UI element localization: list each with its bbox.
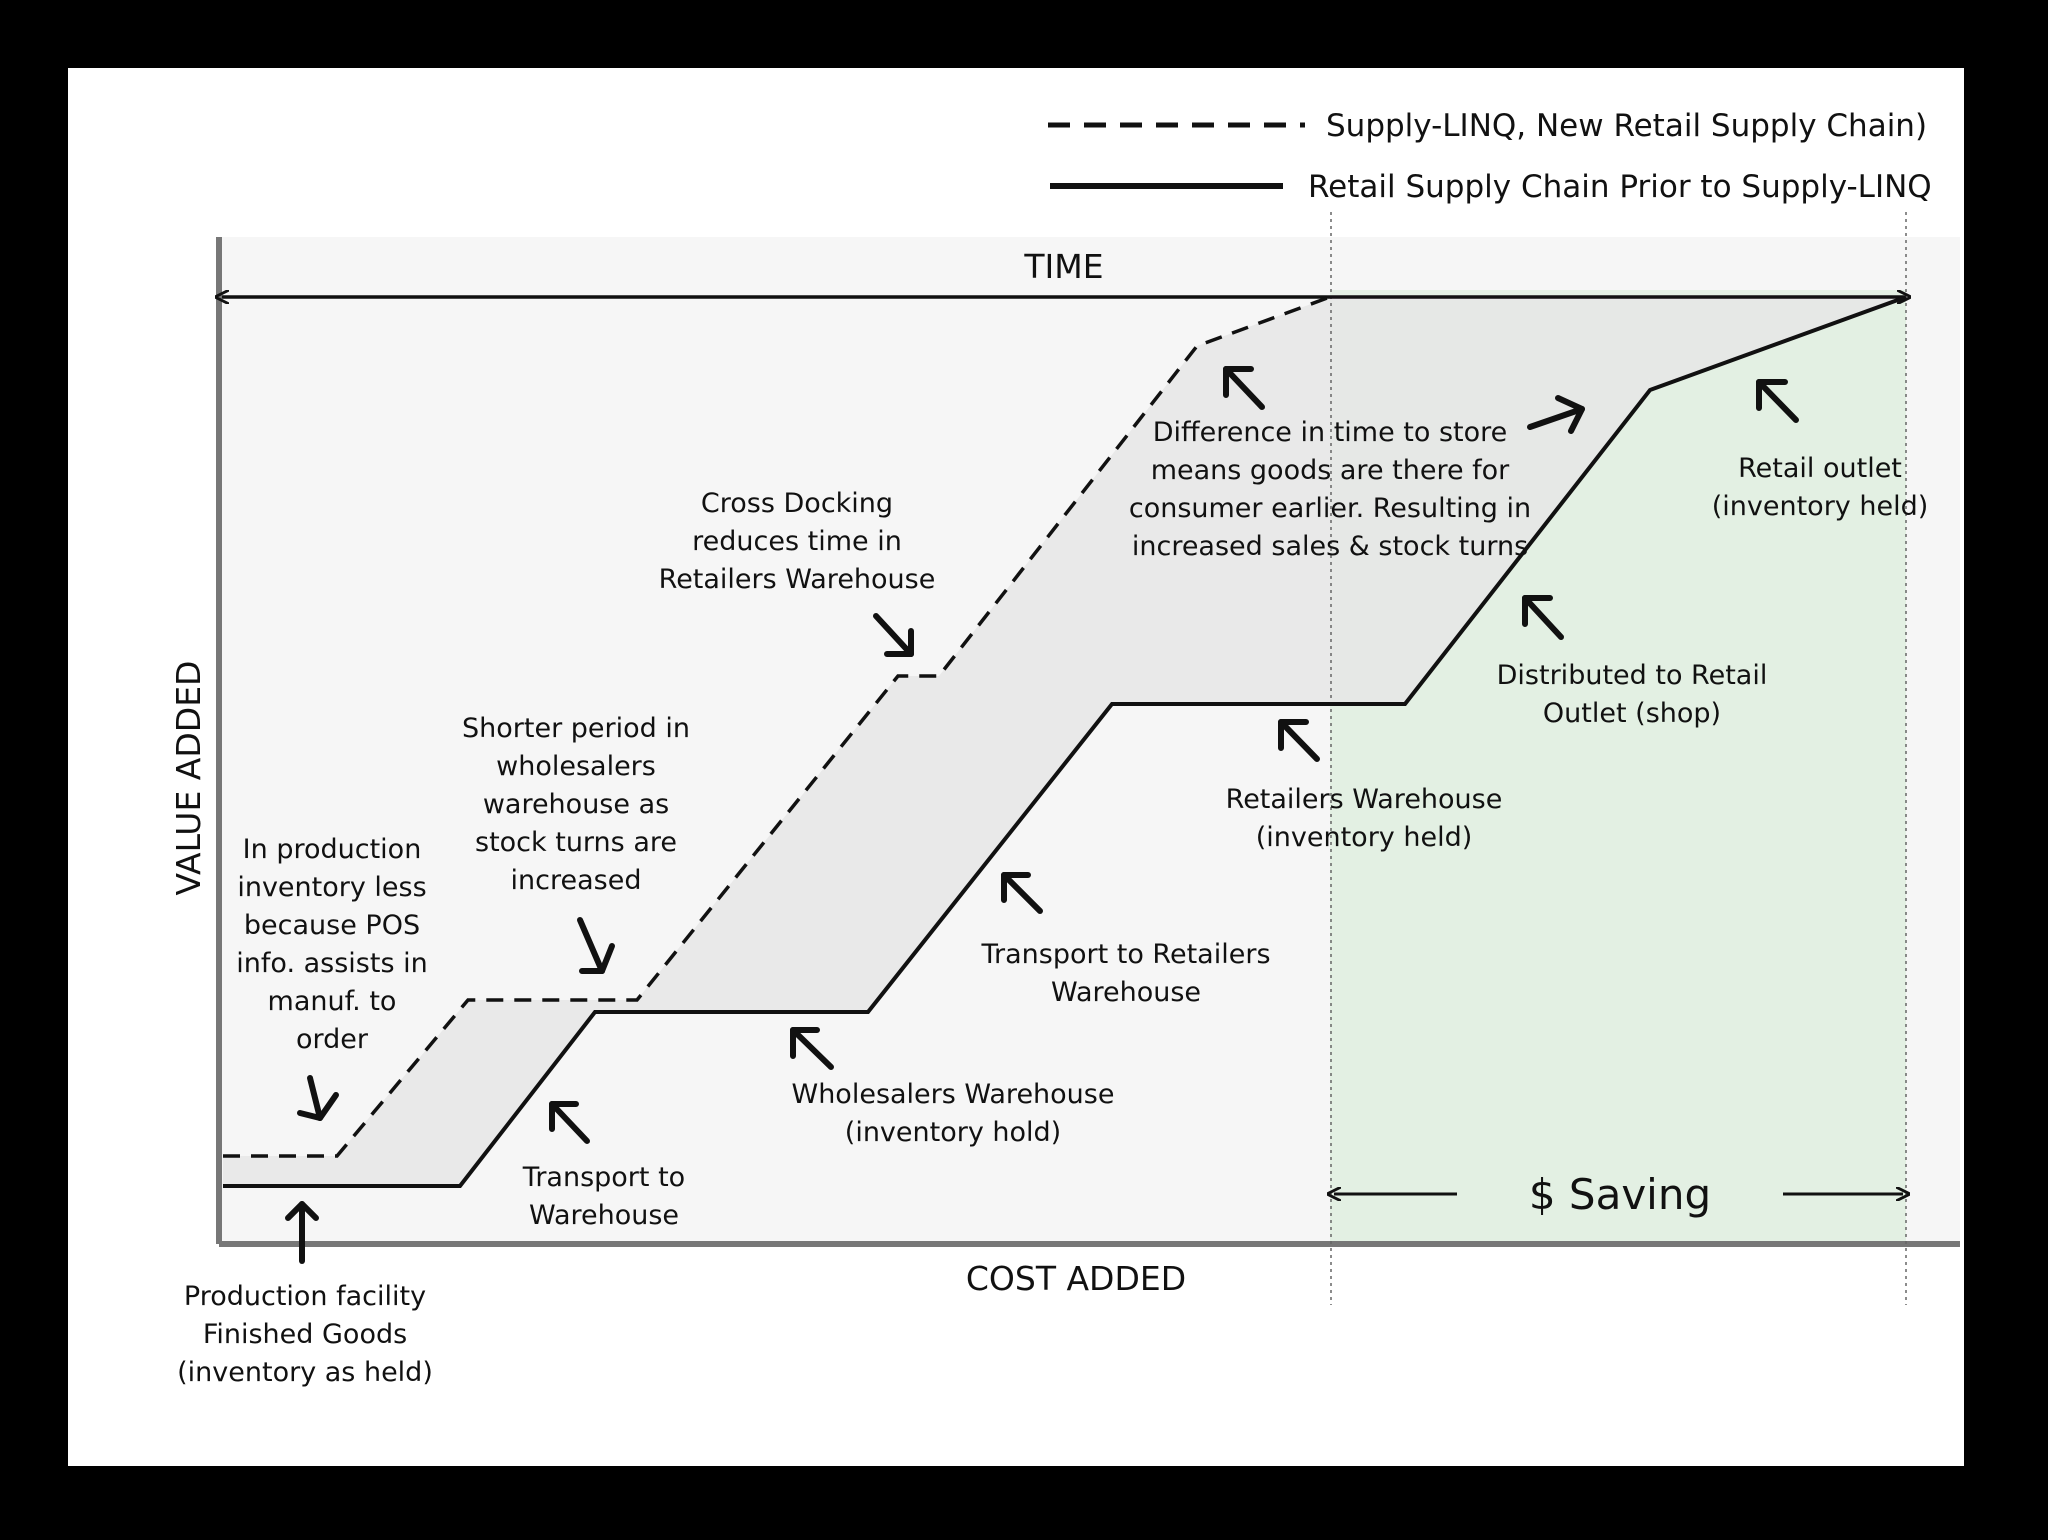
wholesalers-warehouse-line: Wholesalers Warehouse	[792, 1079, 1115, 1110]
arrow-shorter-period	[577, 917, 615, 974]
annotation-retailers-warehouse: Retailers Warehouse (inventory held)	[1226, 784, 1503, 853]
saving-label: $ Saving	[1529, 1170, 1711, 1219]
in-production-line: In production	[243, 834, 422, 865]
transport-retailers-line: Transport to Retailers	[980, 939, 1270, 970]
shorter-period-line: stock turns are	[475, 827, 677, 858]
retailers-warehouse-line: (inventory held)	[1256, 822, 1473, 853]
annotation-transport-warehouse: Transport to Warehouse	[522, 1162, 685, 1231]
annotation-in-production: In production inventory less because POS in…	[236, 834, 427, 1055]
in-production-line: because POS	[244, 910, 420, 941]
arrow-difference-right	[1527, 395, 1585, 434]
shorter-period-line: wholesalers	[496, 751, 656, 782]
prior-supply-chain-solid-line	[223, 295, 1907, 1188]
distributed-line: Outlet (shop)	[1543, 698, 1721, 729]
production-facility-line: Production facility	[184, 1281, 426, 1312]
cross-docking-line: reduces time in	[692, 526, 902, 557]
production-facility-line: (inventory as held)	[177, 1357, 433, 1388]
in-production-line: order	[296, 1024, 369, 1055]
shorter-period-line: increased	[511, 865, 642, 896]
retailers-warehouse-line: Retailers Warehouse	[1226, 784, 1503, 815]
in-production-line: inventory less	[237, 872, 426, 903]
transport-warehouse-line: Transport to	[522, 1162, 685, 1193]
shorter-period-line: Shorter period in	[462, 713, 690, 744]
transport-warehouse-line: Warehouse	[529, 1200, 679, 1231]
cost-added-label: COST ADDED	[966, 1259, 1186, 1298]
arrow-difference-up	[1223, 366, 1265, 410]
time-label: TIME	[1023, 247, 1103, 286]
legend-dashed-label: Supply-LINQ, New Retail Supply Chain)	[1326, 108, 1927, 144]
value-added-label: VALUE ADDED	[169, 661, 208, 896]
time-difference-region	[223, 297, 1906, 1186]
cross-docking-line: Retailers Warehouse	[659, 564, 936, 595]
in-production-line: info. assists in	[236, 948, 427, 979]
production-facility-line: Finished Goods	[203, 1319, 407, 1350]
pointer-arrows	[285, 366, 1799, 1264]
annotation-cross-docking: Cross Docking reduces time in Retailers Wa…	[659, 488, 936, 595]
distributed-line: Distributed to Retail	[1497, 660, 1768, 691]
difference-time-line: Difference in time to store	[1153, 417, 1508, 448]
difference-time-line: means goods are there for	[1151, 455, 1510, 486]
difference-time-line: increased sales & stock turns	[1132, 531, 1528, 562]
legend-solid-label: Retail Supply Chain Prior to Supply-LINQ	[1308, 169, 1932, 205]
annotation-wholesalers-warehouse: Wholesalers Warehouse (inventory hold)	[792, 1079, 1115, 1148]
arrow-production-facility	[285, 1201, 319, 1264]
arrow-transport-warehouse	[549, 1101, 590, 1144]
annotation-difference-time: Difference in time to store means goods a…	[1129, 417, 1531, 562]
supply-linq-dashed-line	[223, 295, 1331, 1158]
arrow-cross-docking	[873, 613, 914, 657]
annotation-retail-outlet: Retail outlet (inventory held)	[1712, 453, 1929, 522]
wholesalers-warehouse-line: (inventory hold)	[845, 1117, 1061, 1148]
difference-time-line: consumer earlier. Resulting in	[1129, 493, 1531, 524]
in-production-line: manuf. to	[268, 986, 397, 1017]
arrow-wholesalers-warehouse	[790, 1027, 834, 1070]
retail-outlet-line: (inventory held)	[1712, 491, 1929, 522]
arrow-distributed	[1522, 595, 1564, 640]
shorter-period-line: warehouse as	[483, 789, 669, 820]
arrow-retailers-warehouse	[1278, 719, 1320, 762]
retail-outlet-line: Retail outlet	[1738, 453, 1902, 484]
transport-retailers-line: Warehouse	[1051, 977, 1201, 1008]
arrow-retail-outlet	[1756, 379, 1799, 423]
arrow-transport-retailers	[1001, 872, 1043, 914]
cross-docking-line: Cross Docking	[701, 488, 893, 519]
arrow-in-production	[297, 1075, 339, 1121]
annotation-shorter-period: Shorter period in wholesalers warehouse as…	[462, 713, 690, 896]
